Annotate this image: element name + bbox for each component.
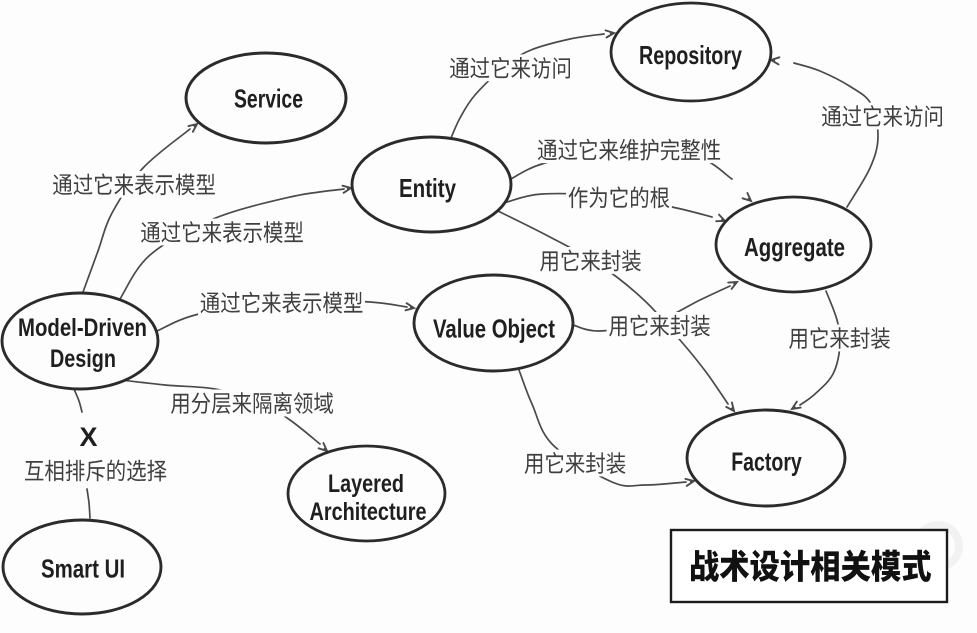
svg-text:X: X (80, 422, 98, 452)
svg-text:Entity: Entity (399, 173, 456, 203)
svg-text:Layered: Layered (328, 470, 404, 498)
svg-text:Factory: Factory (731, 447, 802, 477)
svg-text:Design: Design (50, 345, 116, 373)
svg-text:Architecture: Architecture (310, 498, 427, 526)
svg-text:Aggregate: Aggregate (744, 232, 845, 262)
svg-text:Repository: Repository (639, 40, 742, 70)
svg-text:Value Object: Value Object (433, 314, 555, 344)
svg-text:Service: Service (234, 84, 303, 114)
svg-text:Model-Driven: Model-Driven (18, 314, 147, 342)
svg-text:Smart UI: Smart UI (41, 554, 125, 584)
